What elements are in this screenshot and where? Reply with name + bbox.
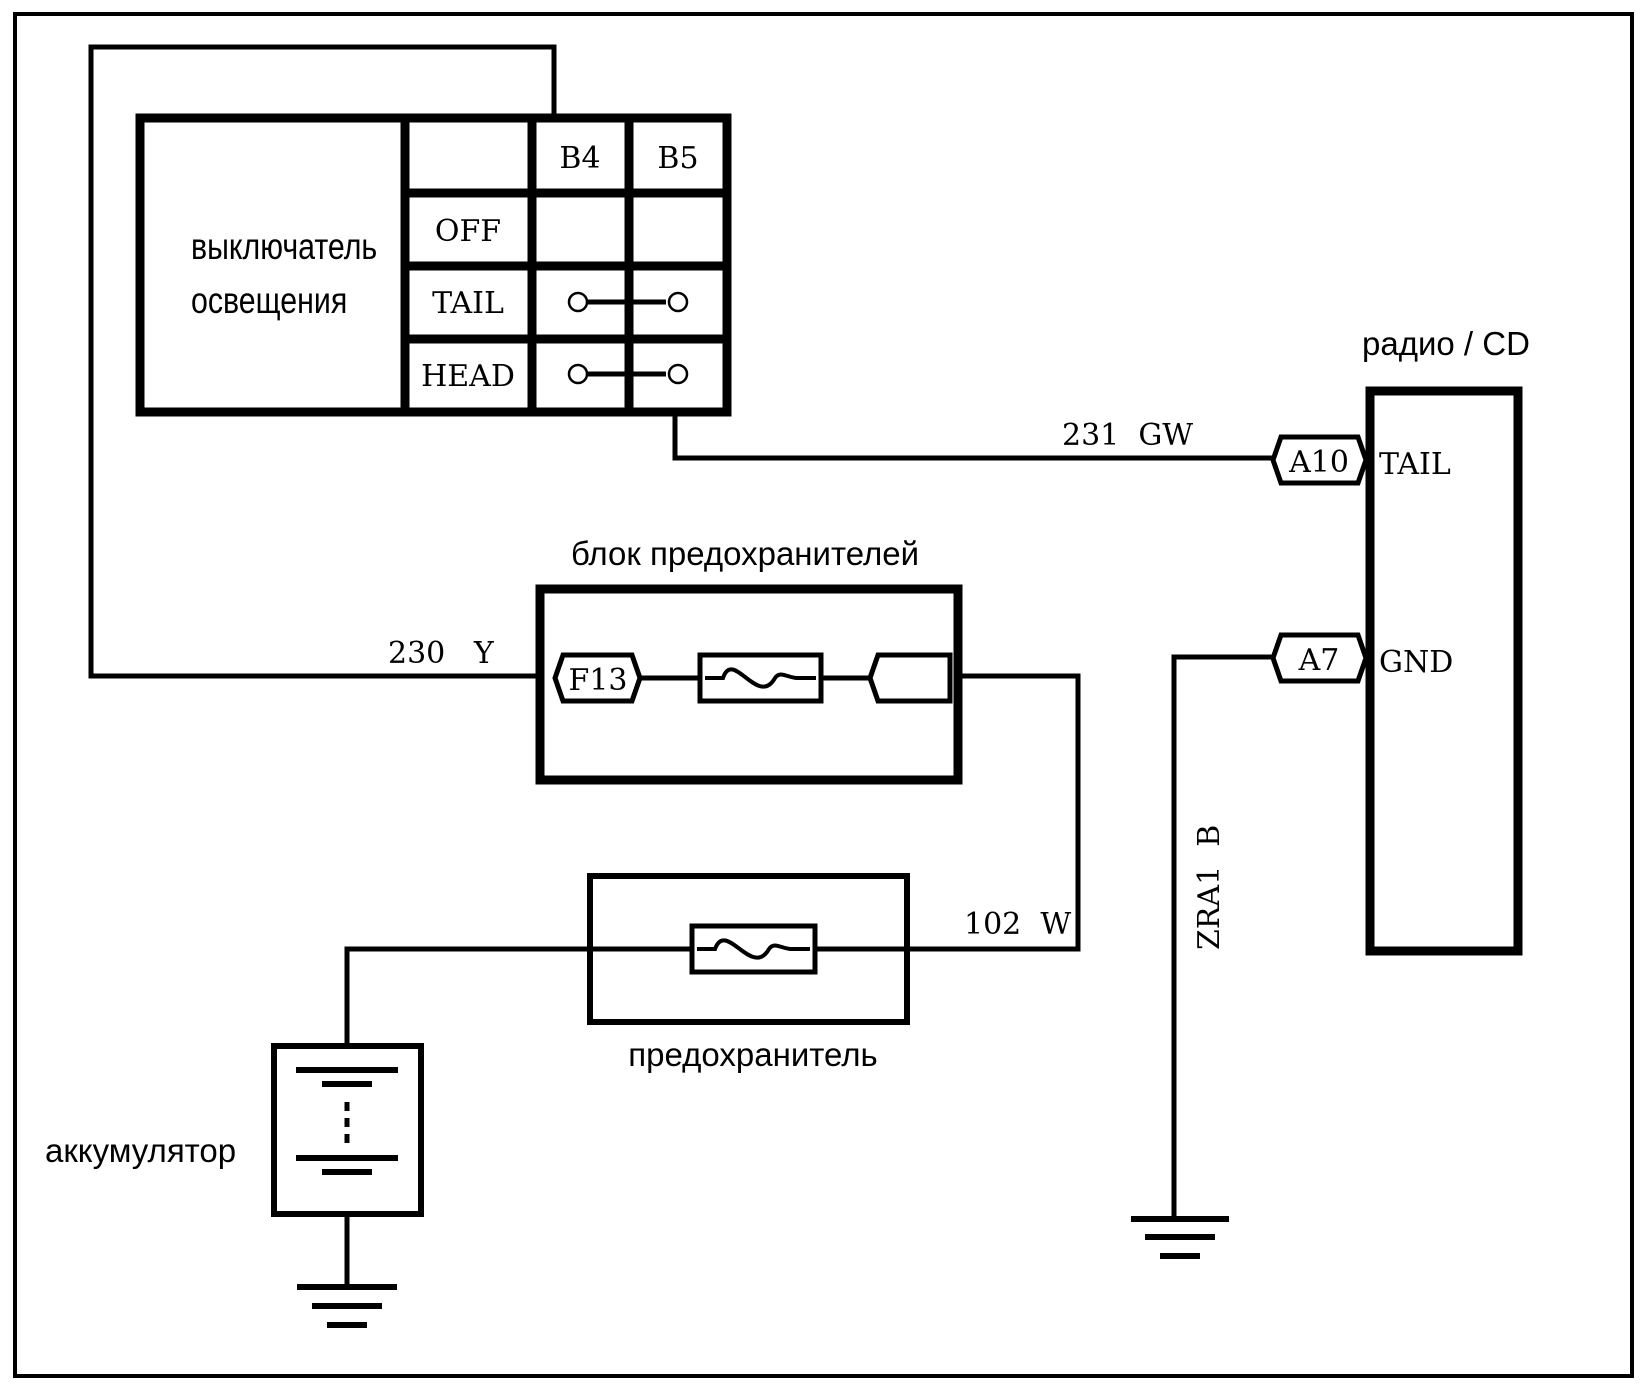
fuse-block: блок предохранителей F13 [535, 535, 963, 785]
wire-102-w [904, 673, 1081, 952]
battery: аккумулятор [45, 1043, 424, 1217]
tail-contact-bridge [567, 291, 689, 313]
diagram-frame [13, 12, 1634, 1378]
wire-zra1-b [1171, 654, 1281, 1222]
battery-body [271, 1043, 424, 1217]
row-head-label: HEAD [421, 359, 515, 394]
wire-102-w-label: 102 W [964, 907, 1071, 942]
row-off-label: OFF [435, 214, 501, 249]
connector-a7 [1270, 632, 1369, 684]
fuse-wave-icon [705, 667, 816, 689]
fuse: предохранитель [587, 873, 910, 1073]
radio-pin-gnd-label: GND [1379, 645, 1453, 680]
radio-body [1365, 386, 1523, 956]
connector-a10-label: A10 [1288, 445, 1349, 480]
column-b4-label: B4 [559, 141, 600, 176]
radio-cd: радио / CD A10 TAIL A7 GND [1270, 325, 1530, 956]
wires [88, 44, 1281, 1290]
connector-f13 [552, 652, 643, 704]
wire-231-gw-label: 231 GW [1062, 418, 1193, 453]
radio-title: радио / CD [1362, 325, 1530, 362]
column-b5-label: B5 [657, 141, 698, 176]
wire-230-y [88, 44, 559, 679]
connector-a10 [1270, 434, 1369, 486]
light-switch-name-line1: выключатель [191, 226, 377, 268]
wire-fuse-battery [344, 946, 593, 1049]
ground-symbol-radio [1131, 1216, 1229, 1259]
head-contact-bridge [567, 363, 689, 385]
row-tail-label: TAIL [432, 286, 504, 321]
connector-f13-label: F13 [569, 663, 628, 698]
fuse-wave-icon [697, 938, 810, 960]
fuse-block-title: блок предохранителей [571, 535, 919, 572]
light-switch-name-line2: освещения [191, 280, 347, 322]
light-switch: выключатель освещения B4 B5 OFF TAIL HEA… [135, 113, 732, 417]
wire-zra1-b-label: ZRA1 B [1192, 825, 1227, 950]
wire-230-y-label: 230 Y [388, 636, 495, 671]
connector-a7-label: A7 [1298, 643, 1340, 678]
radio-pin-tail-label: TAIL [1379, 447, 1451, 482]
wire-231-gw [672, 409, 1281, 461]
ground-symbol-battery [297, 1284, 397, 1328]
battery-title: аккумулятор [45, 1132, 236, 1169]
fuse-title: предохранитель [628, 1036, 877, 1073]
fuse-block-output-connector [867, 652, 953, 704]
